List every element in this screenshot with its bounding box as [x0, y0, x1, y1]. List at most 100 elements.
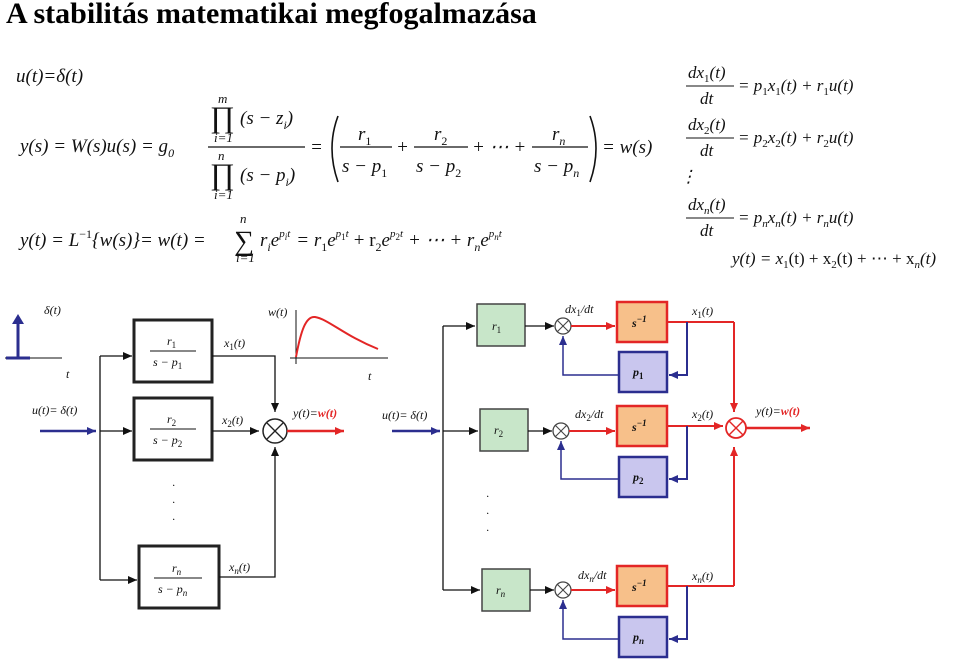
impulse-arrowhead [12, 314, 24, 324]
page-title: A stabilitás matematikai megfogalmazása [6, 0, 537, 30]
state-eq-n-rhs: = pnxn(t) + rnu(t) [738, 208, 854, 230]
state-eq-1-rhs: = p1x1(t) + r1u(t) [738, 76, 854, 98]
right-gain-2 [479, 408, 529, 452]
pf-p2: s − p2 [416, 156, 461, 180]
state-eq-2-dt: dt [700, 141, 715, 160]
left-block-diagram: δ(t) t w(t) t u(t)= δ(t) r1 s − p1 r2 s … [5, 303, 388, 610]
transfer-lhs: y(s) = W(s)u(s) = g0 [18, 136, 174, 160]
prod-top-sup: m [218, 91, 227, 106]
right-pole-n [617, 615, 669, 659]
sum-sup: n [240, 211, 247, 226]
right-integrator-2 [615, 404, 669, 448]
state-equations: dx1(t) dt = p1x1(t) + r1u(t) dx2(t) dt =… [680, 63, 936, 271]
sum-sub: i=1 [236, 250, 255, 265]
state-eq-n-dt: dt [700, 221, 715, 240]
plus-1: + [396, 137, 409, 158]
response-t-label: t [368, 369, 372, 383]
right-paren [589, 115, 597, 183]
response-curve [295, 316, 379, 358]
pf-rhs: = w(s) [602, 137, 652, 158]
right-out-2-label: x2(t) [691, 407, 713, 423]
right-pole-1-label: p1 [632, 365, 644, 381]
left-block-1-den: s − p1 [153, 355, 182, 371]
right-out-n-label: xn(t) [691, 569, 713, 585]
right-input-label: u(t)= δ(t) [382, 408, 427, 422]
right-deriv-2-label: dx2/dt [575, 407, 604, 423]
state-eq-1-dt: dt [700, 89, 715, 108]
output-sum-equation: y(t) = x1(t) + x2(t) + ⋯ + xn(t) [730, 249, 936, 271]
right-pole-2-label: p2 [632, 470, 644, 486]
right-dot-1: · [486, 489, 489, 503]
right-feedback-2-out [557, 441, 619, 480]
right-feedback-2-in [669, 426, 688, 483]
left-out-n-label: xn(t) [228, 560, 250, 576]
right-output-label: y(t)=w(t) [755, 404, 800, 418]
right-pole-1 [617, 350, 669, 394]
right-block-diagram: u(t)= δ(t) r1 dx1/dt s−1 x1(t) p1 r2 dx2… [382, 300, 810, 659]
left-block-1-num: r1 [167, 334, 176, 350]
left-block-2-num: r2 [167, 412, 176, 428]
left-dot-3: · [172, 512, 175, 526]
equals-sign: = [310, 137, 323, 158]
right-deriv-1-label: dx1/dt [565, 302, 594, 318]
right-deriv-n-label: dxn/dt [578, 568, 607, 584]
impulse-t-label: t [66, 367, 70, 381]
left-sum-cross-b [266, 422, 284, 440]
impulse-label: δ(t) [44, 303, 61, 317]
right-feedback-n-out [559, 600, 619, 640]
right-integrator-n [615, 564, 669, 608]
sum-symbol: ∑ [234, 226, 254, 257]
right-integrator-1 [615, 300, 669, 344]
right-sum-2-x2 [554, 424, 568, 438]
left-out-2-label: x2(t) [221, 413, 243, 429]
state-eq-1-num: dx1(t) [688, 63, 726, 85]
left-block-n-den: s − pn [158, 582, 188, 598]
right-integrator-2-label: s−1 [631, 418, 647, 434]
pf-r2: r2 [434, 124, 447, 148]
time-lhs: y(t) = L−1{w(s)}= w(t) = [18, 227, 206, 251]
right-gain-n-label: rn [496, 583, 506, 599]
prod-bot-sub: i=1 [214, 187, 233, 202]
pf-p1: s − p1 [342, 156, 387, 180]
pf-rn: rn [552, 124, 565, 148]
prod-bot-sup: n [218, 148, 225, 163]
plus-dots: + ⋯ + [472, 137, 526, 158]
right-sum-n-x2 [556, 583, 570, 597]
state-eq-n-num: dxn(t) [688, 195, 726, 217]
right-pole-n-label: pn [632, 630, 644, 646]
input-equation: u(t)=δ(t) [16, 66, 83, 87]
right-final-sum-x2 [728, 420, 744, 436]
left-paren [331, 115, 339, 183]
right-sum-1-x2 [556, 319, 570, 333]
left-block-n [137, 544, 221, 610]
right-integrator-1-label: s−1 [631, 314, 647, 330]
pf-pn: s − pn [534, 156, 579, 180]
state-eq-2-rhs: = p2x2(t) + r2u(t) [738, 128, 854, 150]
prod-top-symbol: ∏ [210, 101, 235, 134]
equation-block: u(t)=δ(t) y(s) = W(s)u(s) = g0 m ∏ i=1 (… [16, 63, 936, 271]
right-gain-n [481, 568, 531, 612]
prod-top-sub: i=1 [214, 130, 233, 145]
left-dot-2: · [172, 495, 175, 509]
pf-r1: r1 [358, 124, 371, 148]
prod-bot-symbol: ∏ [210, 158, 235, 191]
right-out-1-label: x1(t) [691, 304, 713, 320]
right-integrator-n-label: s−1 [631, 578, 647, 594]
right-dot-3: · [486, 523, 489, 537]
right-dot-2: · [486, 506, 489, 520]
right-feedback-n-in [669, 586, 688, 643]
left-out-1-label: x1(t) [223, 336, 245, 352]
right-feedback-1-in [669, 322, 688, 379]
left-out-1-line [212, 355, 279, 412]
prod-top-term: (s − zi) [240, 108, 293, 132]
time-terms: riepit= r1ep1t+ r2ep2t+ ⋯ + rnepnt [260, 228, 503, 254]
left-input-label: u(t)= δ(t) [32, 403, 77, 417]
prod-bot-term: (s − pi) [240, 165, 295, 189]
left-output-label: y(t)=w(t) [292, 406, 337, 420]
left-dot-1: · [172, 478, 175, 492]
left-block-2-den: s − p2 [153, 433, 182, 449]
right-feedback-1-out [559, 336, 619, 376]
left-block-n-num: rn [172, 561, 182, 577]
right-gain-1 [476, 303, 526, 347]
